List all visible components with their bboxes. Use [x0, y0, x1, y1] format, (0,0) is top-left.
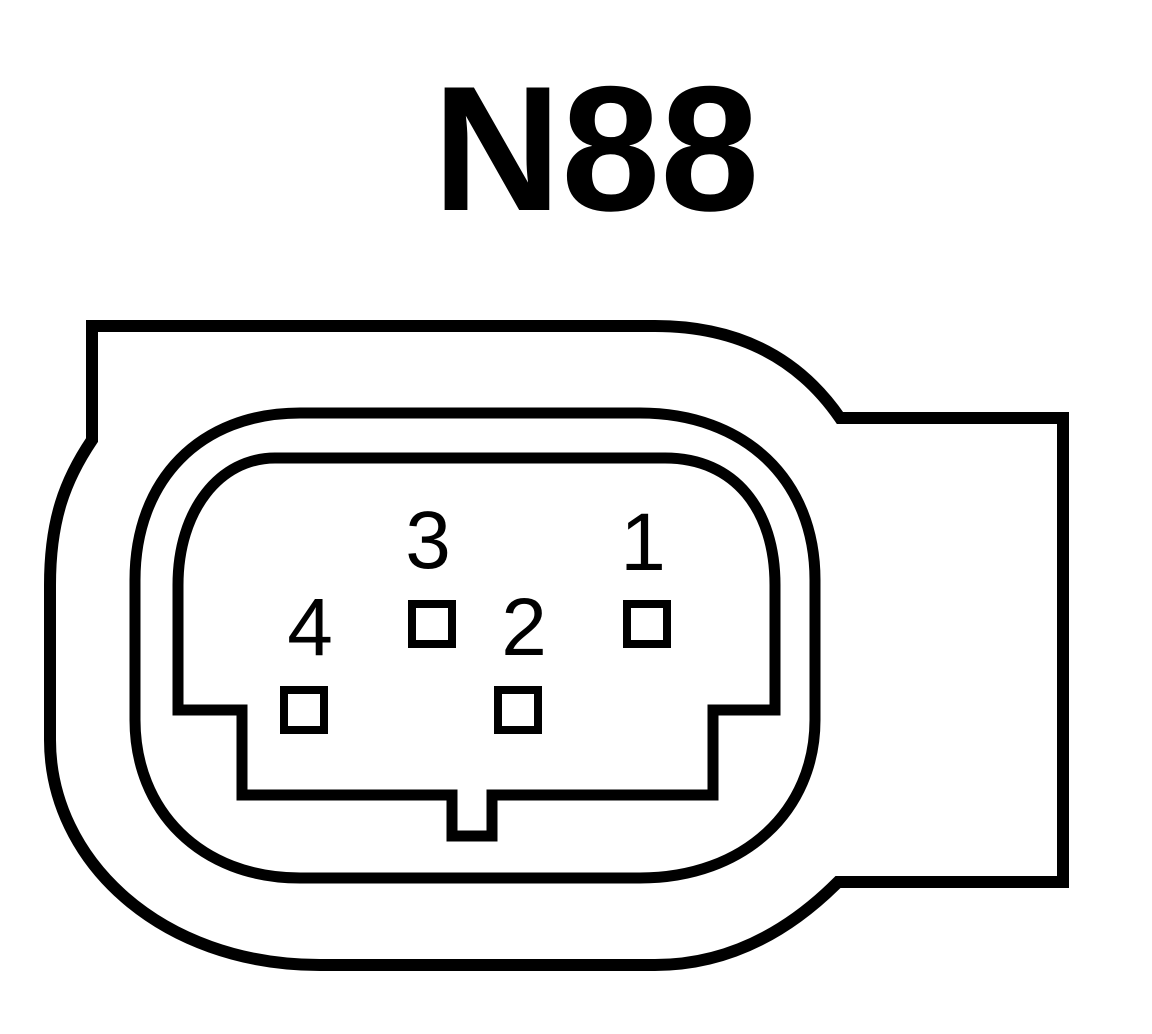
pin-1-terminal [623, 600, 671, 648]
pin-3-label: 3 [405, 495, 451, 586]
pin-2-label: 2 [501, 582, 547, 673]
connector-housing [44, 320, 1069, 971]
pin-1-label: 1 [620, 497, 666, 588]
connector-seal-outline [129, 407, 821, 884]
connector-title: N88 [433, 49, 760, 248]
pin-3-terminal [408, 600, 456, 648]
pin-2-terminal [494, 686, 542, 734]
pin-4-label: 4 [287, 582, 333, 673]
connector-face-outline [172, 452, 781, 842]
pin-4-terminal [280, 686, 328, 734]
